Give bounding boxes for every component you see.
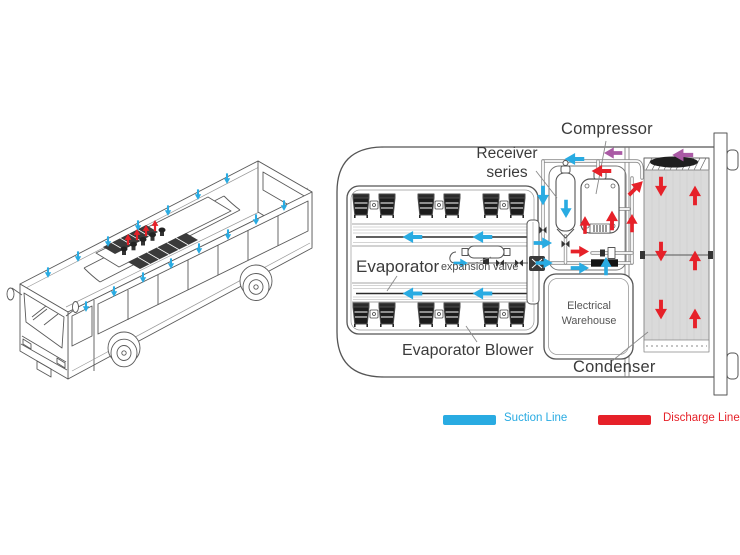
discharge-line-swatch xyxy=(598,415,651,425)
bus-mirror-icon xyxy=(6,287,79,317)
cutaway-frame xyxy=(336,146,714,378)
discharge-line-legend-label: Discharge Line xyxy=(663,412,740,424)
condenser-unit xyxy=(640,156,713,353)
electrical-warehouse-box xyxy=(543,273,634,360)
evaporator-coil-top xyxy=(353,226,532,243)
condenser-label: Condenser xyxy=(573,358,656,376)
receiver-series-line2: series xyxy=(486,163,528,181)
compressor-label: Compressor xyxy=(561,120,653,138)
rooftop-fan-motors xyxy=(120,227,166,255)
evaporator-coil-bottom xyxy=(353,285,532,300)
condenser-fan-icon xyxy=(650,156,698,168)
bus-isometric-drawing xyxy=(6,160,313,380)
expansion-valve-device xyxy=(449,245,545,271)
expansion-valve-label: expansion valve xyxy=(441,261,519,273)
electrical-warehouse-line2: Warehouse xyxy=(561,314,617,327)
electrical-warehouse-label: Electrical Warehouse xyxy=(546,299,632,328)
suction-line-legend-label: Suction Line xyxy=(504,412,568,424)
evaporator-blower-label: Evaporator Blower xyxy=(402,342,534,359)
bus-wheels xyxy=(107,264,273,368)
receiver-series-label: Receiver series xyxy=(471,145,543,182)
receiver-series-line1: Receiver xyxy=(476,145,538,162)
receiver-drier xyxy=(555,160,576,248)
hvac-schematic xyxy=(336,132,739,396)
evaporator-label: Evaporator xyxy=(356,257,440,276)
electrical-warehouse-line1: Electrical xyxy=(567,300,611,312)
suction-line-swatch xyxy=(443,415,496,425)
machinery-compartment xyxy=(548,165,627,271)
